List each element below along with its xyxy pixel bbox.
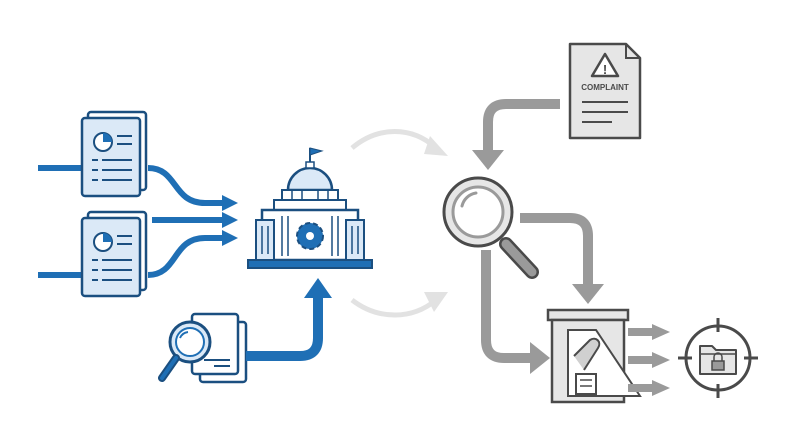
locked-folder-target-icon [678,318,758,398]
transition-arrowheads [424,136,448,312]
transition-arrows [350,129,438,318]
incoming-flow-lines [38,165,222,278]
complaint-flow-arrow [472,99,560,170]
report-document-icon [80,210,148,298]
incoming-arrowheads [222,195,238,246]
document-search-icon [158,312,248,384]
output-arrows [628,324,670,396]
gear-icon [296,222,324,250]
complaint-document-icon: ! COMPLAINT [568,42,642,140]
report-document-icon [80,110,148,198]
warning-mark: ! [603,62,607,77]
review-flow-arrow [520,213,604,304]
magnifying-glass-icon [442,176,539,279]
escalation-flow-arrow [481,250,550,374]
complaint-label: COMPLAINT [581,83,629,92]
investigation-desk-icon [546,308,642,404]
upward-flow-arrow [246,278,332,361]
